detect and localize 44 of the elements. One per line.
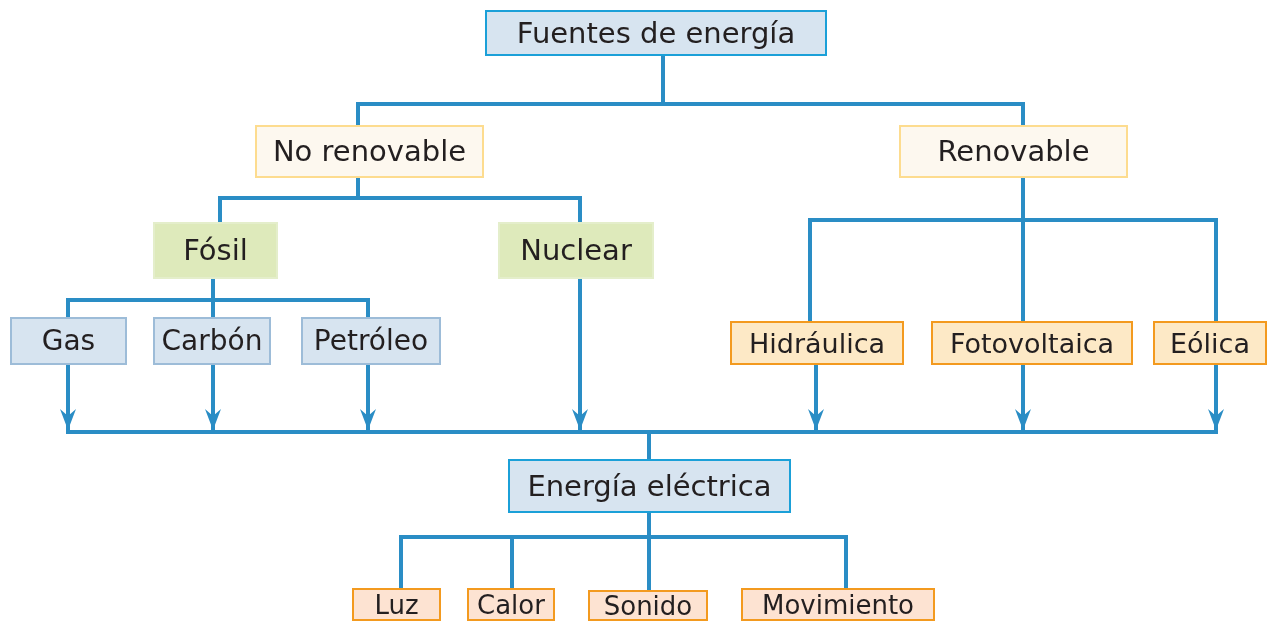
box-label: Eólica: [1170, 329, 1250, 357]
connector-line: [211, 279, 370, 317]
box-label: No renovable: [272, 137, 467, 166]
concept-box: [485, 10, 827, 56]
concept-box: [301, 317, 441, 365]
box-label: Calor: [477, 591, 545, 618]
concept-box: [1153, 321, 1267, 365]
box-label: Gas: [41, 327, 96, 355]
box-label: Movimiento: [761, 591, 915, 618]
box-label: Luz: [374, 591, 419, 618]
arrow: [572, 279, 588, 430]
box-label: Hidráulica: [748, 329, 886, 357]
arrow: [808, 365, 824, 430]
connector-line: [647, 434, 651, 459]
box-label: Carbón: [161, 327, 263, 355]
concept-box: [153, 317, 271, 365]
concept-box: [10, 317, 127, 365]
concept-box: [498, 222, 654, 279]
box-label: Petróleo: [313, 327, 429, 355]
box-label: Nuclear: [520, 236, 632, 265]
arrow: [360, 365, 376, 430]
box-label: Renovable: [937, 137, 1090, 166]
connector-line: [647, 513, 848, 588]
merge-bar: [66, 430, 1218, 434]
arrow: [1208, 365, 1224, 430]
concept-box: [153, 222, 278, 279]
arrow: [60, 365, 76, 430]
concept-box: [931, 321, 1133, 365]
concept-box: [467, 588, 555, 621]
box-label: Energía eléctrica: [527, 471, 772, 501]
box-label: Fósil: [183, 236, 248, 265]
box-label: Fotovoltaica: [949, 329, 1115, 357]
box-label: Fuentes de energía: [516, 18, 796, 48]
concept-box: [255, 125, 484, 178]
concept-box: [741, 588, 935, 621]
concept-box: [730, 321, 904, 365]
box-label: Sonido: [603, 592, 693, 619]
concept-box: [899, 125, 1128, 178]
concept-box: [352, 588, 441, 621]
arrow: [1015, 365, 1031, 430]
arrow: [205, 365, 221, 430]
concept-box: [588, 590, 708, 621]
connector-line: [1021, 178, 1218, 321]
concept-box: [508, 459, 791, 513]
